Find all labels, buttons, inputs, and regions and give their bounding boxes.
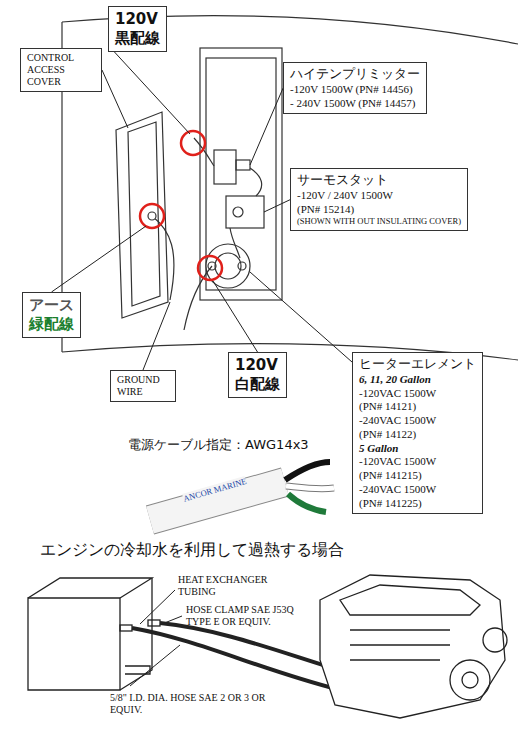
- callout-text: ハイテンプリミッター: [290, 66, 420, 83]
- callout-text: -120V / 240V 1500W: [297, 189, 461, 203]
- leader-line: [162, 616, 182, 624]
- wire-callout: アース緑配線: [22, 292, 81, 338]
- callout-text: 120V: [115, 10, 160, 29]
- callout-text: 緑配線: [29, 315, 74, 334]
- wire-callout: 120V白配線: [228, 352, 287, 398]
- leader-line: [264, 200, 290, 212]
- callout-text: サーモスタット: [297, 172, 461, 189]
- tube-stub: [148, 620, 160, 626]
- pulley: [450, 660, 490, 700]
- highlight-circle: [140, 204, 164, 228]
- part-label: HEAT EXCHANGER TUBING: [178, 574, 298, 598]
- wire-callout: 120V黒配線: [108, 6, 167, 52]
- callout-text: -120VAC 1500W: [359, 455, 476, 469]
- valve-cover: [340, 585, 480, 615]
- callout-text: 6, 11, 20 Gallon: [359, 373, 476, 387]
- control-panel: [200, 48, 282, 300]
- section-heading: エンジンの冷却水を利用して過熱する場合: [40, 540, 344, 561]
- cable-print: ANCOR MARINE: [182, 476, 248, 505]
- pulley: [483, 628, 507, 652]
- wire: [250, 168, 262, 196]
- box-top: [28, 578, 152, 598]
- element-terminal: [238, 262, 246, 270]
- highlight-circle: [198, 256, 222, 280]
- callout-text: 黒配線: [115, 29, 160, 48]
- callout-text: 白配線: [235, 375, 280, 394]
- leader-line: [143, 302, 170, 370]
- callout-text: (PN# 141215): [359, 469, 476, 483]
- callout-text: -240VAC 1500W: [359, 483, 476, 497]
- access-cover: [116, 112, 168, 318]
- callout-text: - 240V 1500W (PN# 14457): [290, 97, 420, 111]
- callout-text: アース: [29, 296, 74, 315]
- thermostat-dial: [233, 207, 243, 217]
- callout-text: (PN# 141225): [359, 497, 476, 511]
- callout-text: GROUND WIRE: [117, 374, 169, 398]
- leader-line: [250, 272, 352, 362]
- white-wire: [184, 266, 212, 330]
- highlight-circle: [181, 131, 205, 155]
- callout-text: 5 Gallon: [359, 442, 476, 456]
- limiter-terminal: [236, 160, 250, 170]
- callout-text: (PN# 14122): [359, 428, 476, 442]
- box-side: [120, 578, 152, 690]
- panel-plate: [206, 58, 276, 290]
- callout-text: -120VAC 1500W: [359, 387, 476, 401]
- cable-spec: 電源ケーブル指定：AWG14x3: [128, 437, 309, 454]
- part-label: GROUND WIRE: [110, 370, 176, 402]
- callout-text: CONTROL ACCESS COVER: [27, 52, 95, 88]
- heater-box: [28, 598, 120, 690]
- callout-text: -120V 1500W (PN# 14456): [290, 83, 420, 97]
- callout-text: (SHOWN WITH OUT INSULATING COVER): [297, 216, 461, 227]
- pulley-hub: [462, 672, 478, 688]
- tube-stub: [120, 625, 132, 631]
- callout-text: -240VAC 1500W: [359, 414, 476, 428]
- part-callout: ヒーターエレメント6, 11, 20 Gallon-120VAC 1500W(P…: [352, 352, 483, 514]
- power-cable: [150, 462, 334, 520]
- part-label: HOSE CLAMP SAE J53Q TYPE E OR EQUIV.: [186, 604, 316, 628]
- leader-line: [52, 226, 147, 292]
- leader-line: [250, 88, 283, 165]
- wire: [230, 228, 240, 258]
- leader-line: [213, 281, 258, 352]
- callout-text: 120V: [235, 356, 280, 375]
- leader-line: [130, 645, 180, 686]
- part-label: CONTROL ACCESS COVER: [20, 48, 102, 92]
- callout-text: (PN# 14121): [359, 400, 476, 414]
- engine: [320, 575, 505, 718]
- engine-detail: [350, 630, 450, 660]
- ground-screw: [148, 212, 156, 220]
- part-callout: サーモスタット-120V / 240V 1500W(PN# 15214)(SHO…: [290, 168, 468, 231]
- leader-line: [140, 590, 175, 624]
- callout-text: (PN# 15214): [297, 203, 461, 217]
- heater-element: [206, 244, 250, 288]
- part-label: 5/8" I.D. DIA. HOSE SAE 2 OR 3 OR EQUIV.: [110, 692, 300, 716]
- part-callout: ハイテンプリミッター-120V 1500W (PN# 14456)- 240V …: [283, 62, 427, 114]
- cover-edge: [128, 122, 160, 306]
- callout-text: ヒーターエレメント: [359, 356, 476, 373]
- thermostat: [226, 196, 264, 228]
- leader-line: [102, 70, 128, 128]
- limiter: [214, 150, 236, 184]
